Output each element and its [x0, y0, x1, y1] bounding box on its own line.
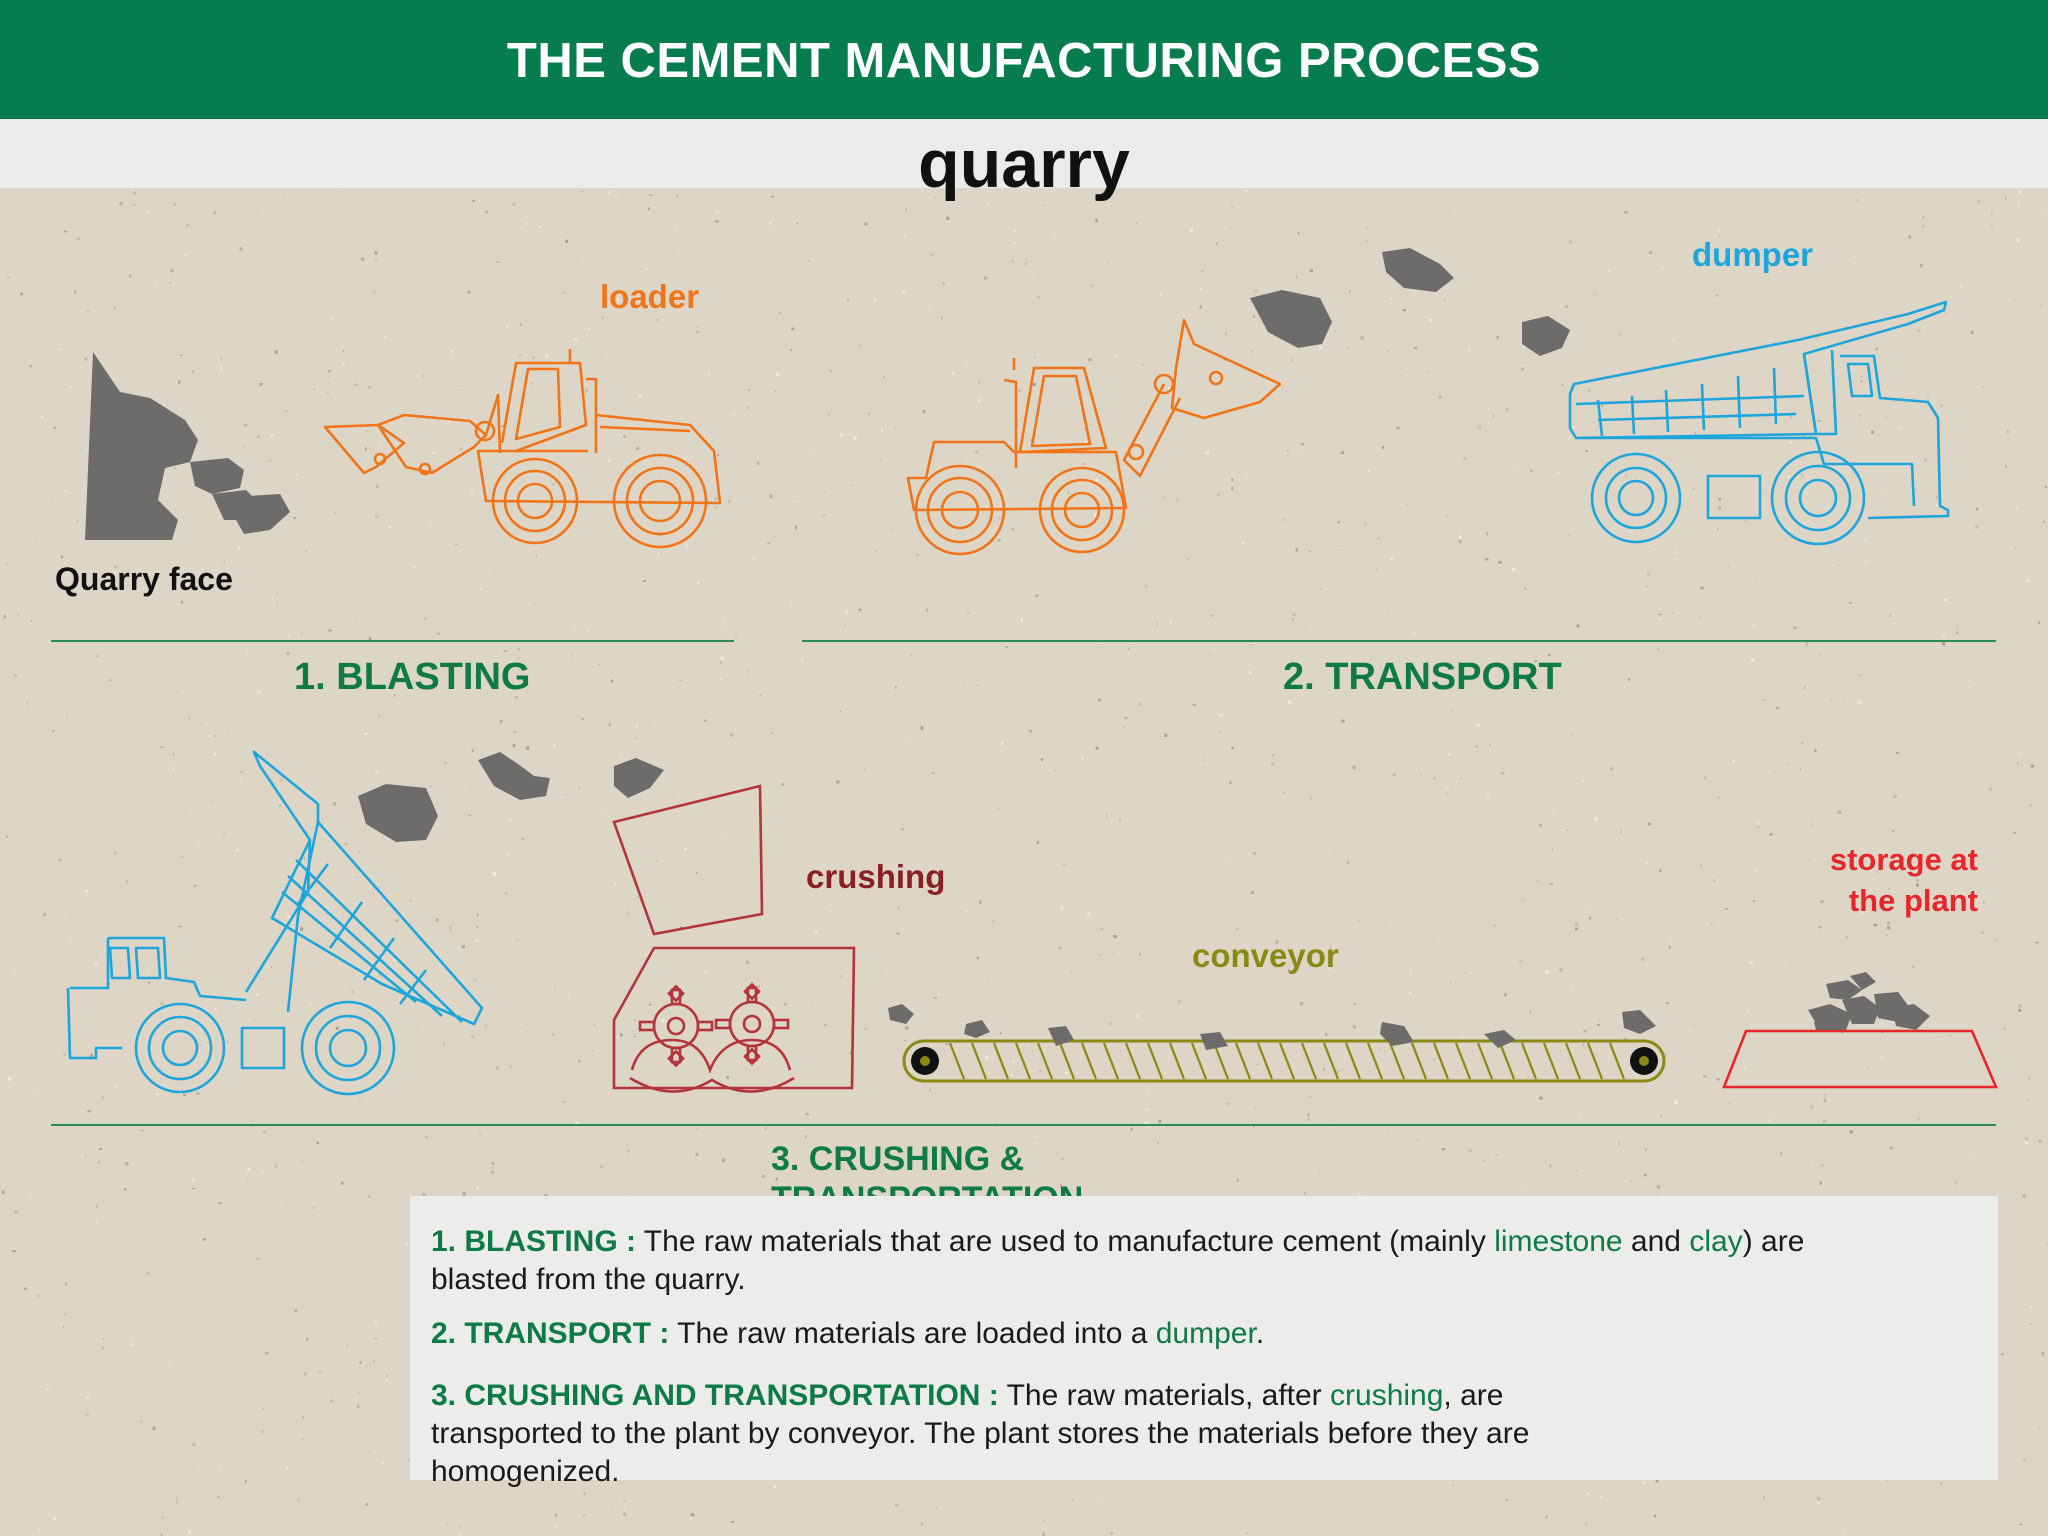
crushing-label: crushing — [806, 858, 946, 895]
blasting-divider — [51, 640, 734, 642]
description-transport-key: 2. TRANSPORT : — [431, 1317, 670, 1350]
highlight-limestone: limestone — [1494, 1225, 1623, 1258]
quarry-face-label: Quarry face — [55, 561, 233, 597]
section-title-bar — [0, 119, 2048, 188]
section-title: quarry — [918, 126, 1130, 202]
loader-icon — [323, 349, 722, 549]
storage-label-line2: the plant — [1848, 883, 1978, 918]
page-header: THE CEMENT MANUFACTURING PROCESS — [0, 0, 2048, 119]
step-transport: 2. TRANSPORT — [1283, 656, 1562, 698]
description-blasting-line2: blasted from the quarry. — [431, 1263, 746, 1296]
crushing-divider — [51, 1124, 1996, 1126]
description-crushing-line2: transported to the plant by conveyor. Th… — [431, 1417, 1530, 1450]
description-text: and — [1622, 1225, 1690, 1258]
loader-label: loader — [600, 278, 700, 315]
description-text: The raw materials that are used to manuf… — [636, 1225, 1495, 1258]
highlight-dumper: dumper — [1155, 1317, 1256, 1350]
description-blasting-line1: 1. BLASTING : The raw materials that are… — [431, 1223, 1991, 1261]
dumper-label: dumper — [1692, 236, 1814, 273]
description-transport: 2. TRANSPORT : The raw materials are loa… — [431, 1315, 1991, 1353]
description-crushing-key: 3. CRUSHING AND TRANSPORTATION : — [431, 1379, 999, 1412]
description-text: The raw materials, after — [998, 1379, 1331, 1412]
rocks-loading-icon — [1250, 248, 1570, 356]
storage-label-line1: storage at — [1829, 842, 1978, 877]
description-panel — [410, 1196, 1998, 1480]
dumper-tipping-icon — [66, 750, 484, 1096]
description-text: ) are — [1742, 1225, 1805, 1258]
rocks-falling-icon — [358, 752, 664, 842]
description-crushing-line1: 3. CRUSHING AND TRANSPORTATION : The raw… — [431, 1377, 1991, 1415]
description-text: . — [1255, 1317, 1265, 1350]
step-blasting: 1. BLASTING — [294, 656, 531, 698]
transport-divider — [802, 640, 1996, 642]
description-blasting-key: 1. BLASTING : — [431, 1225, 637, 1258]
quarry-face-rock-icon — [85, 352, 290, 540]
highlight-clay: clay — [1689, 1225, 1743, 1258]
conveyor-label: conveyor — [1192, 937, 1339, 974]
step-crushing-line1: 3. CRUSHING & — [771, 1140, 1025, 1178]
description-crushing-line3: homogenized. — [431, 1455, 620, 1488]
description-text: The raw materials are loaded into a — [669, 1317, 1156, 1350]
highlight-crushing: crushing — [1330, 1379, 1444, 1412]
storage-pile-icon — [1722, 972, 1998, 1089]
loader-with-raised-bucket-icon — [906, 318, 1282, 556]
crusher-icon — [612, 784, 856, 1093]
conveyor-belt-icon — [888, 1004, 1666, 1083]
dumper-truck-icon — [1568, 300, 1950, 546]
description-text: , are — [1443, 1379, 1504, 1412]
